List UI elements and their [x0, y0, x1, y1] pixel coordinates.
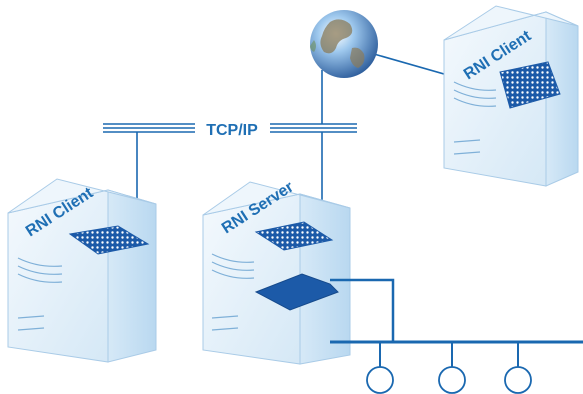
bus-adapter-card — [254, 273, 339, 311]
network-card-icon — [68, 225, 150, 255]
case-side — [545, 11, 579, 187]
server: RNI Server — [202, 179, 351, 365]
field-devices — [366, 366, 532, 394]
network-card-icon — [499, 61, 561, 109]
tcpip-backbone — [103, 123, 357, 133]
drive-bays — [211, 253, 255, 331]
protocol-label: TCP/IP — [206, 122, 258, 139]
client-right: RNI Client — [443, 5, 579, 187]
case-top — [7, 178, 157, 214]
case-top — [202, 181, 351, 216]
device-node-icon — [366, 366, 394, 394]
field-bus — [330, 278, 583, 368]
case-side — [107, 189, 157, 363]
device-node-icon — [504, 366, 532, 394]
drive-bays — [453, 81, 497, 155]
device-node-icon — [438, 366, 466, 394]
globe-icon — [310, 10, 378, 78]
drive-bays — [17, 257, 63, 331]
client-left: RNI Client — [7, 178, 157, 363]
network-card-icon — [254, 221, 334, 251]
case-top — [443, 5, 579, 41]
